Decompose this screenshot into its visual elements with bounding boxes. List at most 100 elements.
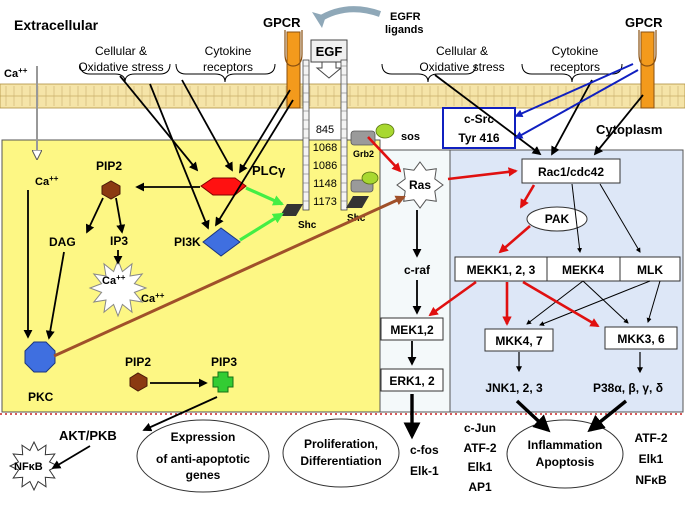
site-1173: 1173 xyxy=(313,196,337,208)
atf-line1: ATF-2 xyxy=(634,431,667,445)
egfr-chain-segments xyxy=(303,65,347,202)
cjun-line4: AP1 xyxy=(468,480,492,494)
plc-hexagon xyxy=(200,177,247,196)
brace-cytokine-right xyxy=(521,63,623,83)
brace-cytokine-left xyxy=(175,63,276,83)
site-1148: 1148 xyxy=(313,178,337,190)
csrc-line2: Tyr 416 xyxy=(458,131,499,145)
bold-black-arrows xyxy=(403,394,628,440)
ca-burst-side-label: Ca++ xyxy=(141,291,165,305)
p38-label: P38α, β, γ, δ xyxy=(593,381,663,395)
prolif-oval xyxy=(282,418,400,488)
green-arrows xyxy=(239,186,284,242)
cytokine-right-line2: receptors xyxy=(550,60,600,74)
gpcr-left-label: GPCR xyxy=(263,15,301,30)
gpcr-left-receptor xyxy=(286,31,301,109)
egfr-chain-right xyxy=(340,59,348,211)
cytokine-left-line1: Cytokine xyxy=(205,44,252,58)
pip2-bottom-hexagon xyxy=(129,372,148,392)
craf-label: c-raf xyxy=(404,263,431,277)
egfr-ligands-line2: ligands xyxy=(385,24,424,36)
plc-label: PLCγ xyxy=(252,163,286,178)
ca-burst-shape xyxy=(88,258,148,318)
atf-line2: Elk1 xyxy=(639,452,664,466)
ras-label: Ras xyxy=(409,178,431,192)
shc-left-label: Shc xyxy=(298,220,317,231)
pip3-label: PIP3 xyxy=(211,355,237,369)
erk12-box xyxy=(380,368,444,392)
pip3-cross xyxy=(212,371,234,393)
mekk123-box xyxy=(454,256,548,282)
extracellular-label: Extracellular xyxy=(14,17,99,33)
site-1068: 1068 xyxy=(313,142,337,154)
ligand-arrow-head xyxy=(312,12,326,28)
gpcr-right-receptor xyxy=(640,31,655,109)
mlk-label: MLK xyxy=(637,263,663,277)
cjun-line3: Elk1 xyxy=(468,460,493,474)
pip2-top-label: PIP2 xyxy=(96,159,122,173)
mkk36-box xyxy=(604,326,678,350)
pak-label: PAK xyxy=(545,212,570,226)
egfr-ligands-line1: EGFR xyxy=(390,11,421,23)
ca-burst-label: Ca++ xyxy=(102,273,126,287)
egf-down-arrow xyxy=(315,61,343,79)
stress-left-line2: Oxidative stress xyxy=(78,60,163,74)
grb2-box xyxy=(350,130,376,146)
atf-line3: NFκB xyxy=(635,473,667,487)
ras-star xyxy=(396,161,444,209)
red-arrows xyxy=(367,136,600,328)
pi3k-label: PI3K xyxy=(174,235,201,249)
pak-oval xyxy=(526,206,588,232)
expression-line1: Expression xyxy=(171,430,236,444)
mekk4-box xyxy=(546,256,621,282)
expression-line3: genes xyxy=(186,468,221,482)
ip3-label: IP3 xyxy=(110,234,128,248)
mek12-label: MEK1,2 xyxy=(390,323,434,337)
grb2-label: Grb2 xyxy=(353,149,374,159)
ligand-curved-arrow xyxy=(316,6,381,23)
stress-right-line2: Oxidative stress xyxy=(419,60,504,74)
csrc-box xyxy=(442,107,516,149)
mkk36-label: MKK3, 6 xyxy=(617,332,665,346)
shc-left-shape xyxy=(280,204,303,216)
pi3k-diamond xyxy=(202,227,241,257)
pkc-octagon xyxy=(24,341,56,373)
expression-line2: of anti-apoptotic xyxy=(156,452,250,466)
mkk47-box xyxy=(484,328,554,352)
stress-right-line1: Cellular & xyxy=(436,44,488,58)
ca-extracellular-label: Ca++ xyxy=(4,66,28,80)
akt-label: AKT/PKB xyxy=(59,428,117,443)
pip2-top-hexagon xyxy=(101,180,121,200)
gpcr-left-cup xyxy=(284,30,303,67)
pkc-to-ras-arrow xyxy=(53,195,406,358)
dag-label: DAG xyxy=(49,235,76,249)
pip2-bottom-label: PIP2 xyxy=(125,355,151,369)
sos-oval xyxy=(375,123,395,139)
stress-left-line1: Cellular & xyxy=(95,44,147,58)
cfos-line1: c-fos xyxy=(410,443,439,457)
brace-stress-right xyxy=(381,63,477,83)
expression-oval xyxy=(136,419,270,493)
mkk47-label: MKK4, 7 xyxy=(495,334,543,348)
site-1086: 1086 xyxy=(313,160,337,172)
inflam-line2: Apoptosis xyxy=(536,455,595,469)
nfkb-left-burst xyxy=(8,440,60,492)
mekk4-label: MEKK4 xyxy=(562,263,604,277)
egf-label: EGF xyxy=(316,44,343,59)
egfr-chain-left xyxy=(302,59,310,211)
gpcr-right-label: GPCR xyxy=(625,15,663,30)
site-845: 845 xyxy=(316,124,334,136)
nfkb-left-label: NFκB xyxy=(14,461,43,473)
rac-box xyxy=(521,158,621,184)
cytokine-right-line1: Cytokine xyxy=(552,44,599,58)
blue-arrows xyxy=(514,63,639,139)
cjun-line1: c-Jun xyxy=(464,421,496,435)
erk12-label: ERK1, 2 xyxy=(389,374,435,388)
inflam-line1: Inflammation xyxy=(528,438,603,452)
gpcr-right-cup xyxy=(638,30,657,67)
jnk-label: JNK1, 2, 3 xyxy=(485,381,543,395)
ca-intracellular-label: Ca++ xyxy=(35,174,59,188)
cytoplasm-label: Cytoplasm xyxy=(596,122,662,137)
sos-lower-oval xyxy=(361,171,379,185)
